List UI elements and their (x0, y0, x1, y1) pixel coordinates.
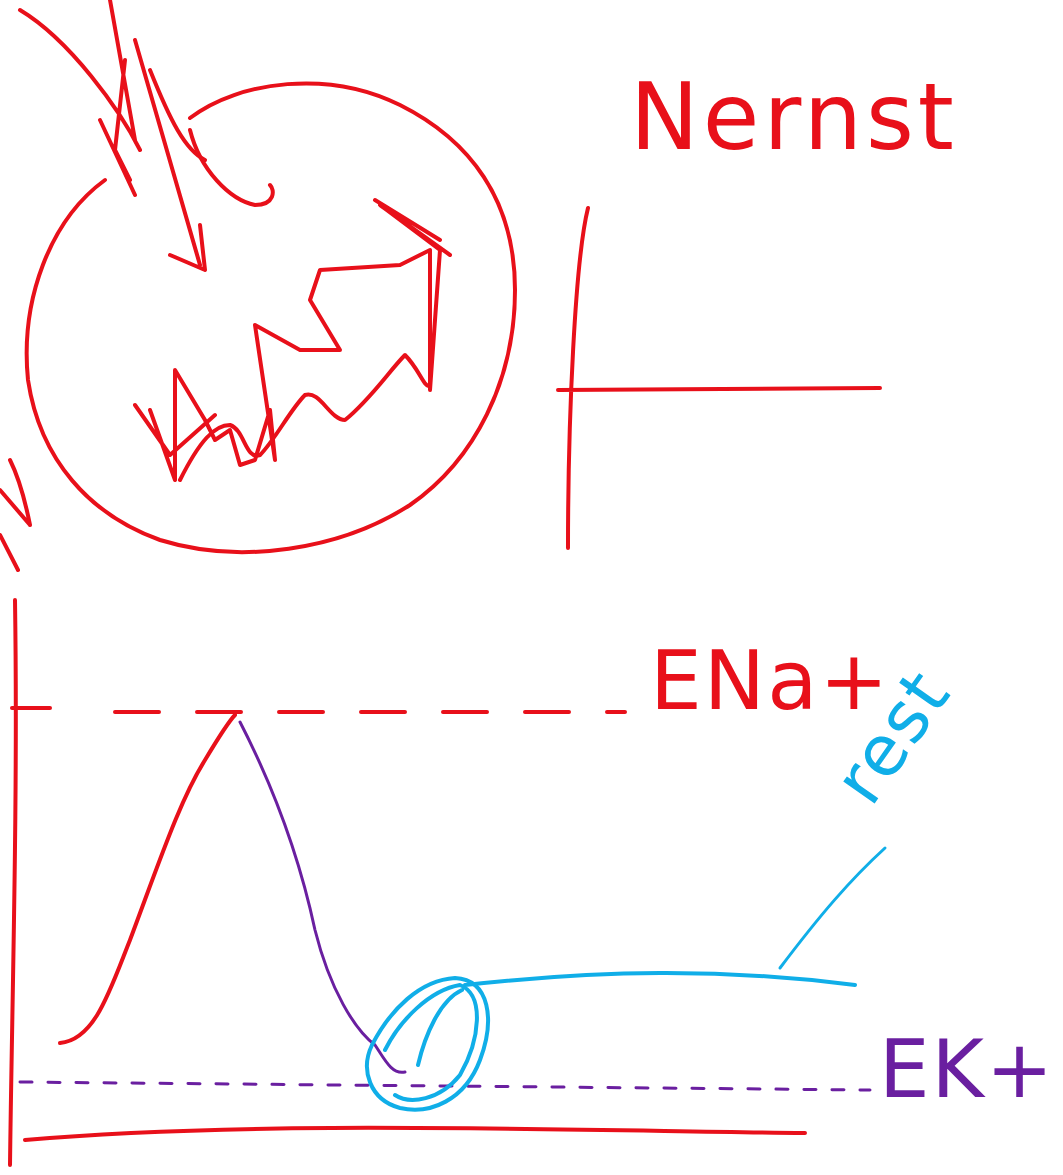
action-potential (240, 722, 405, 1072)
cell-outline (27, 83, 515, 552)
action-potential (60, 715, 235, 1043)
potential-label: ENa+ (650, 640, 890, 722)
arrow-in (20, 0, 205, 270)
squiggle (190, 130, 273, 205)
potential-label: EK+ (879, 1030, 1055, 1110)
stroke-mark (0, 460, 30, 570)
leader-line (780, 848, 885, 968)
squiggle (180, 355, 430, 480)
dashed-line (115, 710, 625, 714)
axis (558, 208, 880, 548)
tick (12, 706, 50, 710)
squiggle (135, 200, 450, 480)
title-label: Nernst (630, 72, 958, 164)
rest-line (465, 973, 855, 985)
highlight-circle (367, 978, 488, 1110)
